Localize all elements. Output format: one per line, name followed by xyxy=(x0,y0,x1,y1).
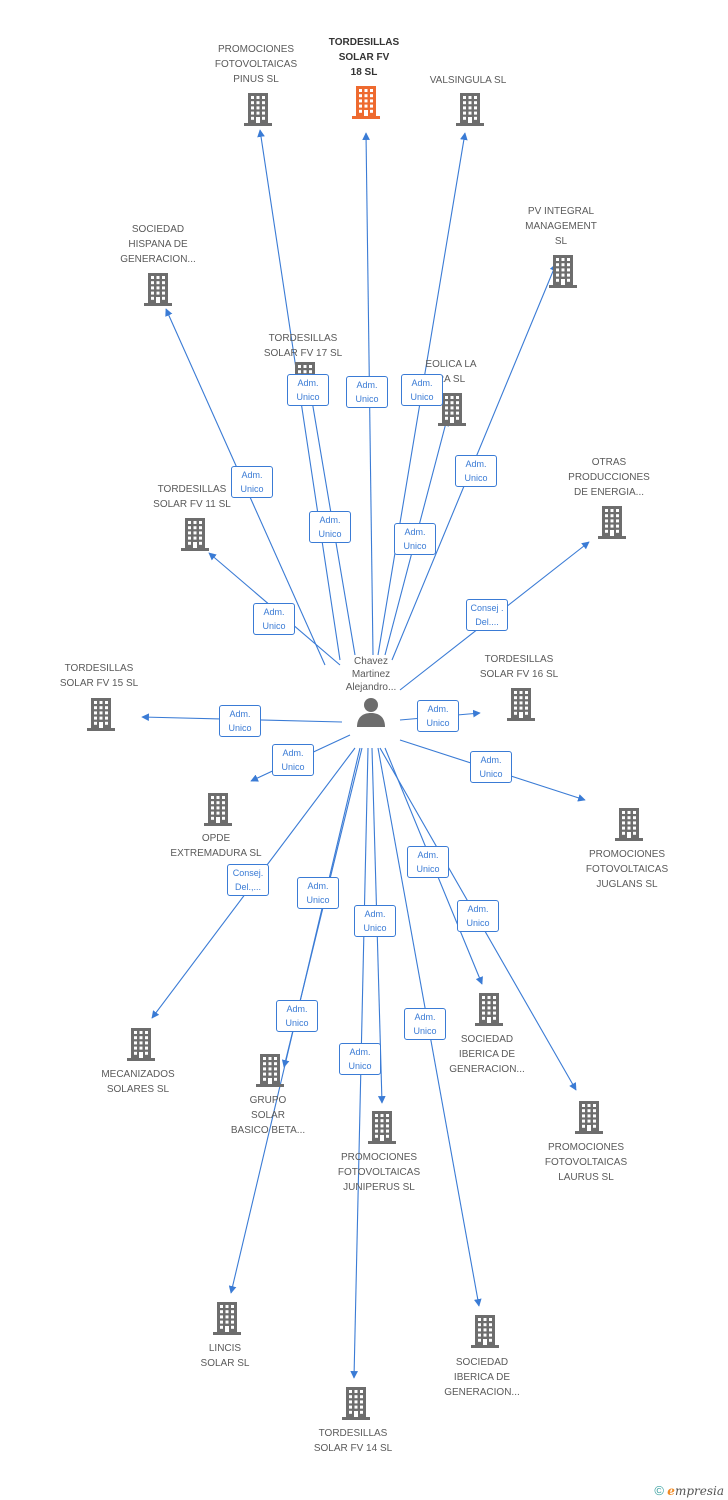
company-name[interactable]: PROMOCIONES FOTOVOLTAICAS JUNIPERUS SL xyxy=(337,1152,421,1193)
role-badge-n10[interactable]: Adm. Unico xyxy=(219,705,261,737)
role-badge-n20[interactable]: Adm. Unico xyxy=(404,1008,446,1040)
role-badge-n5[interactable]: Adm. Unico xyxy=(455,455,497,487)
building-icon xyxy=(507,688,535,721)
role-badge-n1[interactable]: Adm. Unico xyxy=(287,374,329,406)
building-icon xyxy=(549,255,577,288)
building-icon xyxy=(144,273,172,306)
building-icon xyxy=(87,698,115,731)
person-name: Chavez Martinez Alejandro... xyxy=(345,656,397,693)
company-name[interactable]: SOCIEDAD IBERICA DE GENERACION... xyxy=(444,1357,520,1398)
brand-logo[interactable]: empresia xyxy=(667,1484,724,1498)
company-name[interactable]: EOLICA LA RA SL xyxy=(425,359,477,385)
company-name[interactable]: OPDE EXTREMADURA SL xyxy=(170,833,262,859)
role-badge-n2[interactable]: Adm. Unico xyxy=(346,376,388,408)
building-icon xyxy=(352,86,380,119)
company-name[interactable]: MECANIZADOS SOLARES SL xyxy=(101,1069,175,1095)
company-name[interactable]: TORDESILLAS SOLAR FV 17 SL xyxy=(263,333,343,359)
company-name[interactable]: TORDESILLAS SOLAR FV 16 SL xyxy=(479,654,559,680)
company-name[interactable]: OTRAS PRODUCCIONES DE ENERGIA... xyxy=(568,457,650,498)
role-badge-n15[interactable]: Consej. Del.,... xyxy=(227,864,269,896)
footer-brand: © empresia xyxy=(654,1483,724,1498)
role-badge-n6[interactable]: Adm. Unico xyxy=(309,511,351,543)
building-icon xyxy=(438,393,466,426)
building-icon xyxy=(213,1302,241,1335)
role-badge-n7[interactable]: Adm. Unico xyxy=(394,523,436,555)
role-badge-n16[interactable]: Adm. Unico xyxy=(297,877,339,909)
role-badge-n9[interactable]: Consej . Del.... xyxy=(466,599,508,631)
company-name[interactable]: TORDESILLAS SOLAR FV 18 SL xyxy=(328,37,400,78)
building-icon xyxy=(244,93,272,126)
building-icon xyxy=(475,993,503,1026)
role-badge-n19[interactable]: Adm. Unico xyxy=(276,1000,318,1032)
building-icon xyxy=(615,808,643,841)
company-name[interactable]: TORDESILLAS SOLAR FV 15 SL xyxy=(59,663,139,689)
building-icon xyxy=(598,506,626,539)
role-badge-n8[interactable]: Adm. Unico xyxy=(253,603,295,635)
building-icon xyxy=(342,1387,370,1420)
company-name[interactable]: SOCIEDAD HISPANA DE GENERACION... xyxy=(120,224,196,265)
company-name[interactable]: GRUPO SOLAR BASICO BETA... xyxy=(230,1095,306,1136)
company-name[interactable]: SOCIEDAD IBERICA DE GENERACION... xyxy=(449,1034,525,1075)
copyright-icon: © xyxy=(654,1483,664,1498)
role-badge-n3[interactable]: Adm. Unico xyxy=(401,374,443,406)
role-badge-n14[interactable]: Adm. Unico xyxy=(407,846,449,878)
role-badge-n13[interactable]: Adm. Unico xyxy=(470,751,512,783)
role-badge-n12[interactable]: Adm. Unico xyxy=(272,744,314,776)
role-badge-n4[interactable]: Adm. Unico xyxy=(231,466,273,498)
role-badge-n18[interactable]: Adm. Unico xyxy=(457,900,499,932)
building-icon xyxy=(456,93,484,126)
role-badge-n21[interactable]: Adm. Unico xyxy=(339,1043,381,1075)
company-name[interactable]: PROMOCIONES FOTOVOLTAICAS LAURUS SL xyxy=(544,1142,628,1183)
building-icon xyxy=(575,1101,603,1134)
building-icon xyxy=(127,1028,155,1061)
role-badge-n11[interactable]: Adm. Unico xyxy=(417,700,459,732)
building-icon xyxy=(471,1315,499,1348)
company-name[interactable]: VALSINGULA SL xyxy=(429,75,507,86)
company-name[interactable]: LINCIS SOLAR SL xyxy=(200,1343,250,1369)
building-icon xyxy=(368,1111,396,1144)
role-badge-n17[interactable]: Adm. Unico xyxy=(354,905,396,937)
company-name[interactable]: PROMOCIONES FOTOVOLTAICAS PINUS SL xyxy=(214,44,298,85)
company-name[interactable]: PV INTEGRAL MANAGEMENT SL xyxy=(525,206,597,247)
company-name[interactable]: PROMOCIONES FOTOVOLTAICAS JUGLANS SL xyxy=(585,849,669,890)
company-name[interactable]: TORDESILLAS SOLAR FV 14 SL xyxy=(313,1428,393,1454)
company-name[interactable]: TORDESILLAS SOLAR FV 11 SL xyxy=(153,484,231,510)
building-icon xyxy=(181,518,209,551)
building-icon xyxy=(256,1054,284,1087)
person-icon xyxy=(357,698,385,727)
building-icon xyxy=(204,793,232,826)
person-node[interactable]: Chavez Martinez Alejandro... xyxy=(316,655,426,728)
